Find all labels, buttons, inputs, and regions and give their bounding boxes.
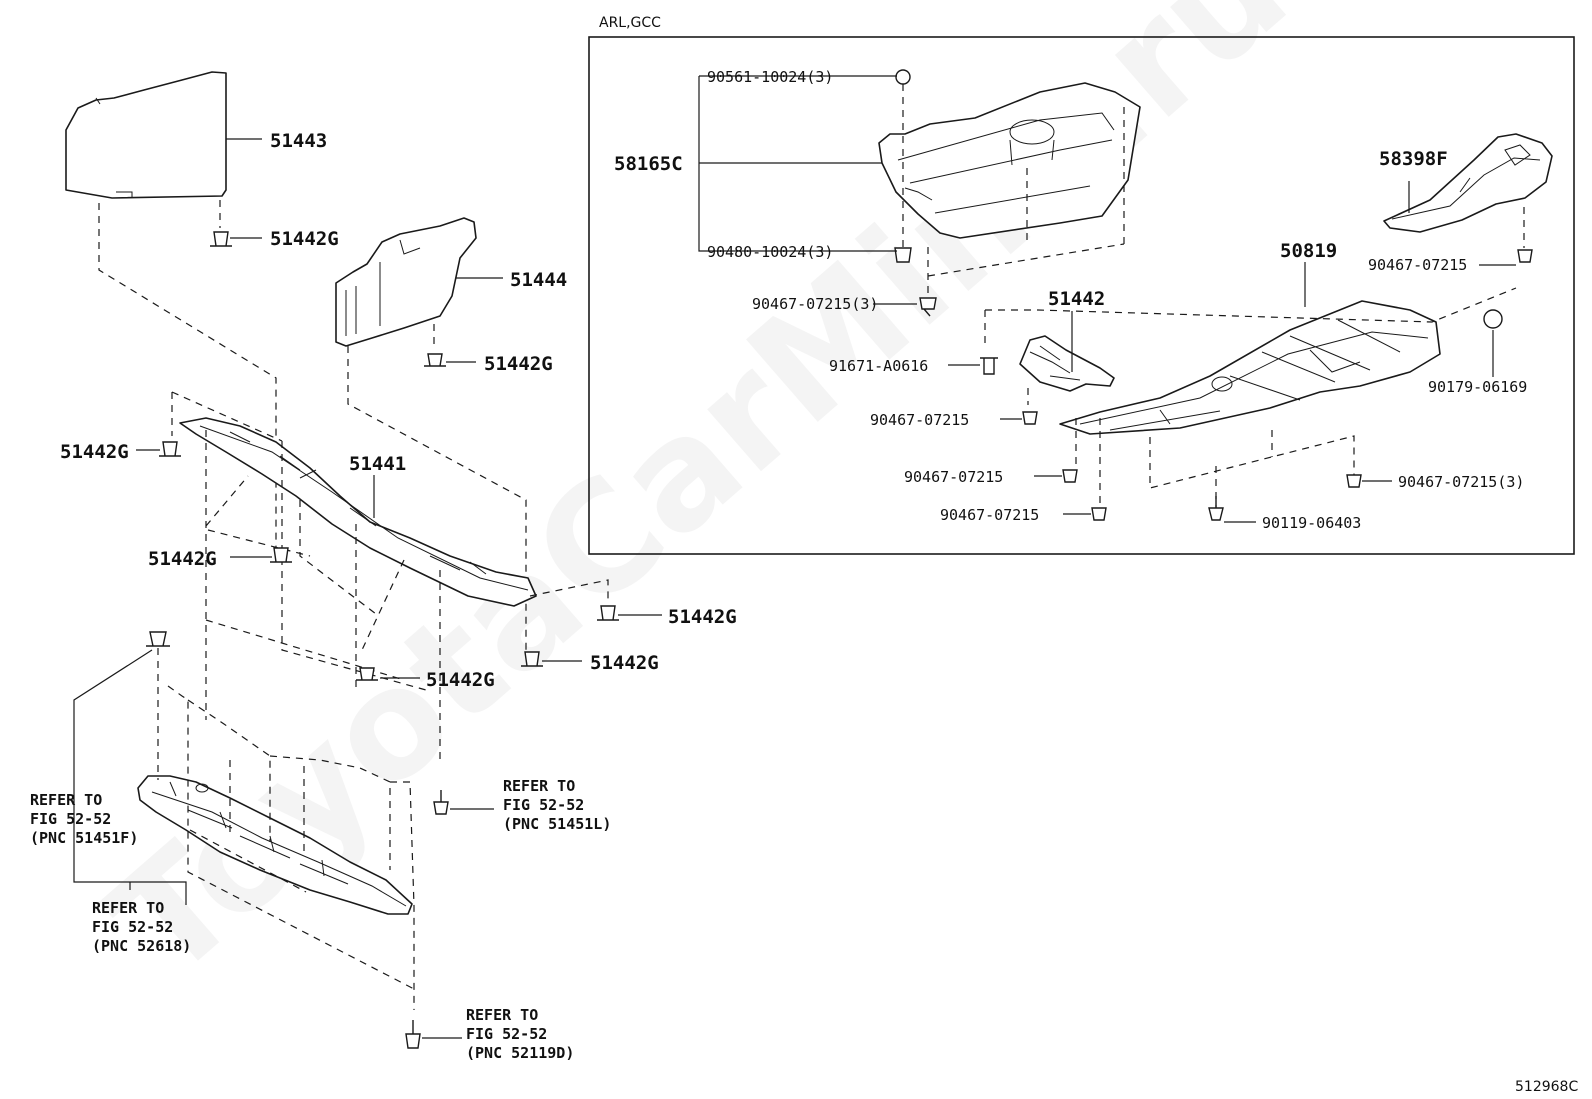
ref-51451F: REFER TO FIG 52-52 (PNC 51451F) — [30, 791, 138, 847]
clip-51442G-2-icon — [424, 353, 446, 367]
label-90480: 90480-10024(3) — [707, 243, 833, 261]
label-90467-b: 90467-07215 — [904, 468, 1003, 486]
inset-group: ARL,GCC 90561-10024(3) 58165C 90480-1002… — [588, 15, 1575, 555]
label-51442G-6: 51442G — [590, 652, 659, 674]
ref-52618: REFER TO FIG 52-52 (PNC 52618) — [92, 899, 191, 955]
shield-51444 — [335, 217, 477, 347]
svg-text:(PNC 51451L): (PNC 51451L) — [503, 815, 611, 833]
label-50819: 50819 — [1280, 240, 1337, 262]
grommet-90179-icon — [1483, 309, 1503, 329]
label-51444: 51444 — [510, 269, 567, 291]
svg-text:REFER TO: REFER TO — [503, 777, 575, 795]
label-90467-a: 90467-07215 — [870, 411, 969, 429]
label-51442G-4: 51442G — [148, 548, 217, 570]
clip-51442G-6-icon — [521, 651, 543, 667]
label-51442G-7: 51442G — [426, 669, 495, 691]
svg-text:REFER TO: REFER TO — [466, 1006, 538, 1024]
bar-51441 — [179, 417, 537, 607]
bolt-51451L-icon — [433, 790, 449, 815]
inset-frame — [588, 36, 1575, 555]
bolt-90467-a-icon — [1022, 411, 1038, 425]
label-58398F: 58398F — [1379, 148, 1448, 170]
ref-51451L: REFER TO FIG 52-52 (PNC 51451L) — [503, 777, 611, 833]
shield-51442 — [1019, 335, 1115, 392]
svg-text:(PNC 52618): (PNC 52618) — [92, 937, 191, 955]
label-51442: 51442 — [1048, 288, 1105, 310]
inset-title: ARL,GCC — [599, 15, 661, 31]
clip-51442G-1-icon — [210, 231, 232, 247]
svg-text:(PNC 52119D): (PNC 52119D) — [466, 1044, 574, 1062]
bolt-91671-icon — [980, 357, 998, 375]
cover-50819 — [1059, 300, 1441, 435]
label-58165C: 58165C — [614, 153, 683, 175]
bolt-90467-c-icon — [1091, 507, 1107, 521]
svg-text:FIG 52-52: FIG 52-52 — [92, 918, 173, 936]
svg-text:REFER TO: REFER TO — [30, 791, 102, 809]
label-90467-d: 90467-07215(3) — [1398, 473, 1524, 491]
label-90561: 90561-10024(3) — [707, 68, 833, 86]
ref-52119D: REFER TO FIG 52-52 (PNC 52119D) — [466, 1006, 574, 1062]
clip-51451F-icon — [146, 631, 170, 647]
clip-90480-icon — [894, 247, 912, 263]
svg-text:FIG 52-52: FIG 52-52 — [503, 796, 584, 814]
clip-90561-icon — [895, 69, 911, 85]
label-51442G-3: 51442G — [60, 441, 129, 463]
label-51443: 51443 — [270, 130, 327, 152]
bolt-90119-icon — [1208, 496, 1224, 521]
bolt-52119D-icon — [405, 1020, 421, 1049]
bolt-90467-tray-icon — [919, 297, 937, 317]
bracket-58398F — [1383, 133, 1553, 233]
label-90119: 90119-06403 — [1262, 514, 1361, 532]
clip-51442G-3-icon — [159, 441, 181, 457]
tray-58165C — [878, 82, 1141, 239]
diagram-code: 512968C — [1515, 1079, 1578, 1095]
svg-text:FIG 52-52: FIG 52-52 — [30, 810, 111, 828]
svg-text:(PNC 51451F): (PNC 51451F) — [30, 829, 138, 847]
label-51441: 51441 — [349, 453, 406, 475]
label-90467-tray: 90467-07215(3) — [752, 295, 878, 313]
main-group: 51443 51442G 51444 51442G 51441 51442G 5… — [30, 71, 737, 1062]
bolt-90467-b-icon — [1062, 469, 1078, 483]
label-51442G-2: 51442G — [484, 353, 553, 375]
clip-51442G-4-icon — [270, 547, 292, 563]
clip-51442G-7-icon — [356, 667, 378, 681]
label-90179: 90179-06169 — [1428, 378, 1527, 396]
label-90467-bracket: 90467-07215 — [1368, 256, 1467, 274]
panel-51443 — [65, 71, 227, 199]
label-51442G-1: 51442G — [270, 228, 339, 250]
label-91671: 91671-A0616 — [829, 357, 928, 375]
label-51442G-5: 51442G — [668, 606, 737, 628]
clip-51442G-5-icon — [597, 605, 619, 621]
bolt-90467-bracket-icon — [1517, 249, 1533, 263]
svg-text:FIG 52-52: FIG 52-52 — [466, 1025, 547, 1043]
bolt-90467-d-icon — [1346, 474, 1362, 488]
label-90467-c: 90467-07215 — [940, 506, 1039, 524]
svg-text:REFER TO: REFER TO — [92, 899, 164, 917]
